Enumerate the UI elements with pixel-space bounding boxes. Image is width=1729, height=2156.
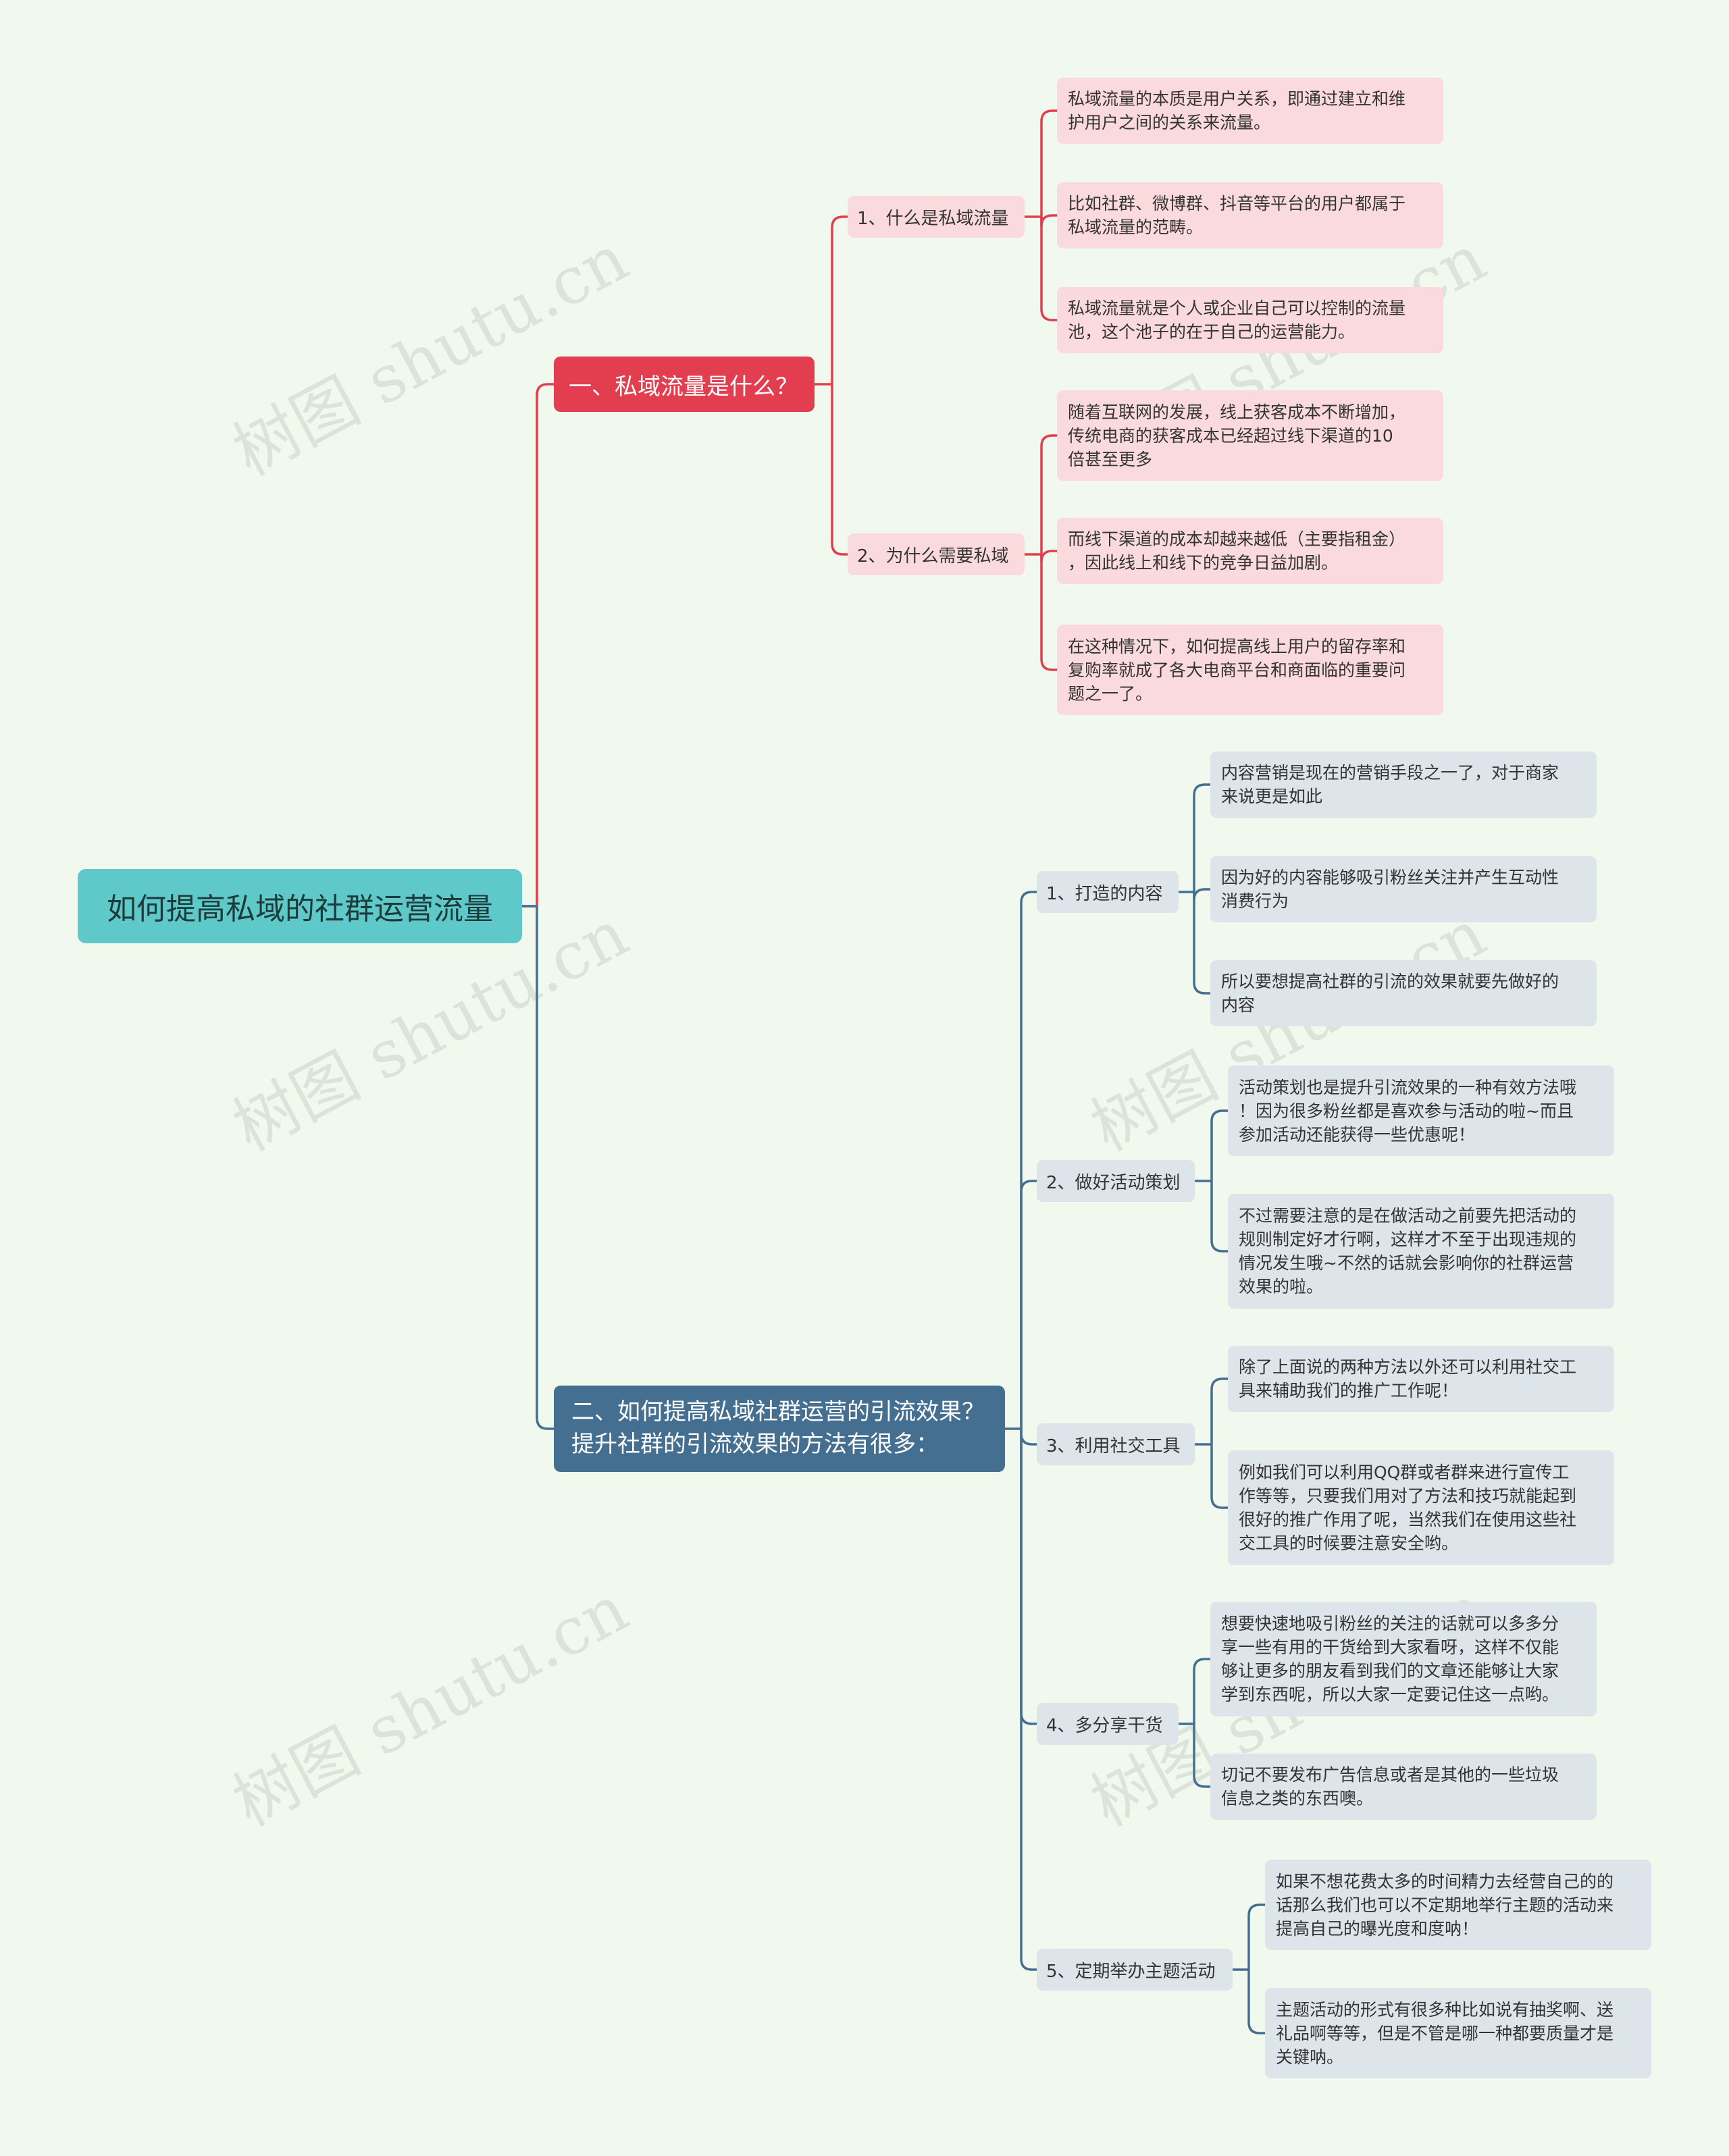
leaf-note[interactable]: 主题活动的形式有很多种比如说有抽奖啊、送 礼品啊等等，但是不管是哪一种都要质量才… [1265, 1988, 1651, 2078]
connector [1040, 434, 1057, 554]
connector [831, 384, 848, 556]
connector [1210, 1444, 1228, 1509]
connector [1247, 1970, 1265, 2034]
branch-what-is-private-traffic[interactable]: 一、私域流量是什么？ [554, 357, 815, 412]
connector [1040, 554, 1057, 671]
connector [831, 215, 848, 384]
subtopic-plan-activities[interactable]: 2、做好活动策划 [1037, 1160, 1195, 1202]
leaf-note[interactable]: 私域流量就是个人或企业自己可以控制的流量 池，这个池子的在于自己的运营能力。 [1057, 287, 1443, 353]
connector [1020, 1429, 1037, 1971]
leaf-note[interactable]: 内容营销是现在的营销手段之一了，对于商家 来说更是如此 [1210, 752, 1597, 818]
branch-how-to-improve-traffic[interactable]: 二、如何提高私域社群运营的引流效果？ 提升社群的引流效果的方法有很多： [554, 1386, 1005, 1472]
leaf-note[interactable]: 所以要想提高社群的引流的效果就要先做好的 内容 [1210, 960, 1597, 1026]
leaf-note[interactable]: 切记不要发布广告信息或者是其他的一些垃圾 信息之类的东西噢。 [1210, 1754, 1597, 1820]
connector [1193, 783, 1210, 892]
subtopic-what-is-private-traffic[interactable]: 1、什么是私域流量 [848, 196, 1025, 238]
leaf-note[interactable]: 因为好的内容能够吸引粉丝关注并产生互动性 消费行为 [1210, 856, 1597, 922]
leaf-note[interactable]: 活动策划也是提升引流效果的一种有效方法哦 ！因为很多粉丝都是喜欢参与活动的啦~而… [1228, 1066, 1614, 1156]
leaf-note[interactable]: 随着互联网的发展，线上获客成本不断增加， 传统电商的获客成本已经超过线下渠道的1… [1057, 390, 1443, 481]
leaf-note[interactable]: 除了上面说的两种方法以外还可以利用社交工 具来辅助我们的推广工作呢！ [1228, 1346, 1614, 1412]
leaf-note[interactable]: 私域流量的本质是用户关系，即通过建立和维 护用户之间的关系来流量。 [1057, 78, 1443, 144]
connector [1247, 1903, 1265, 1970]
subtopic-why-private-traffic[interactable]: 2、为什么需要私域 [848, 533, 1025, 575]
subtopic-themed-events[interactable]: 5、定期举办主题活动 [1037, 1949, 1233, 1991]
subtopic-create-content[interactable]: 1、打造的内容 [1037, 871, 1179, 913]
leaf-note[interactable]: 在这种情况下，如何提高线上用户的留存率和 复购率就成了各大电商平台和商面临的重要… [1057, 625, 1443, 715]
connector [1210, 1181, 1228, 1253]
connector [1193, 888, 1210, 901]
connector [1040, 550, 1057, 562]
connector [1210, 1109, 1228, 1181]
connector [536, 906, 554, 1430]
connector [1020, 1180, 1037, 1429]
leaf-note[interactable]: 不过需要注意的是在做活动之前要先把活动的 规则制定好才行啊，这样才不至于出现违规… [1228, 1194, 1614, 1309]
leaf-note[interactable]: 想要快速地吸引粉丝的关注的话就可以多多分 享一些有用的干货给到大家看呀，这样不仅… [1210, 1602, 1597, 1716]
connector [536, 383, 554, 906]
root-topic[interactable]: 如何提高私域的社群运营流量 [78, 869, 522, 943]
leaf-note[interactable]: 比如社群、微博群、抖音等平台的用户都属于 私域流量的范畴。 [1057, 182, 1443, 248]
leaf-note[interactable]: 如果不想花费太多的时间精力去经营自己的的 话那么我们也可以不定期地举行主题的活动… [1265, 1860, 1651, 1950]
connector [1210, 1377, 1228, 1444]
leaf-note[interactable]: 而线下渠道的成本却越来越低（主要指租金） ，因此线上和线下的竞争日益加剧。 [1057, 518, 1443, 584]
subtopic-share-knowledge[interactable]: 4、多分享干货 [1037, 1703, 1179, 1745]
connector [1040, 109, 1057, 217]
connector [1020, 1429, 1037, 1446]
subtopic-use-social-tools[interactable]: 3、利用社交工具 [1037, 1423, 1195, 1465]
connector [1193, 1724, 1210, 1788]
connector [1020, 1429, 1037, 1725]
connector [1040, 214, 1057, 227]
leaf-note[interactable]: 例如我们可以利用QQ群或者群来进行宣传工 作等等，只要我们用对了方法和技巧就能起… [1228, 1450, 1614, 1565]
connector [1193, 892, 1210, 995]
connector [1040, 217, 1057, 321]
connector [1020, 891, 1037, 1429]
connector [1193, 1658, 1210, 1724]
